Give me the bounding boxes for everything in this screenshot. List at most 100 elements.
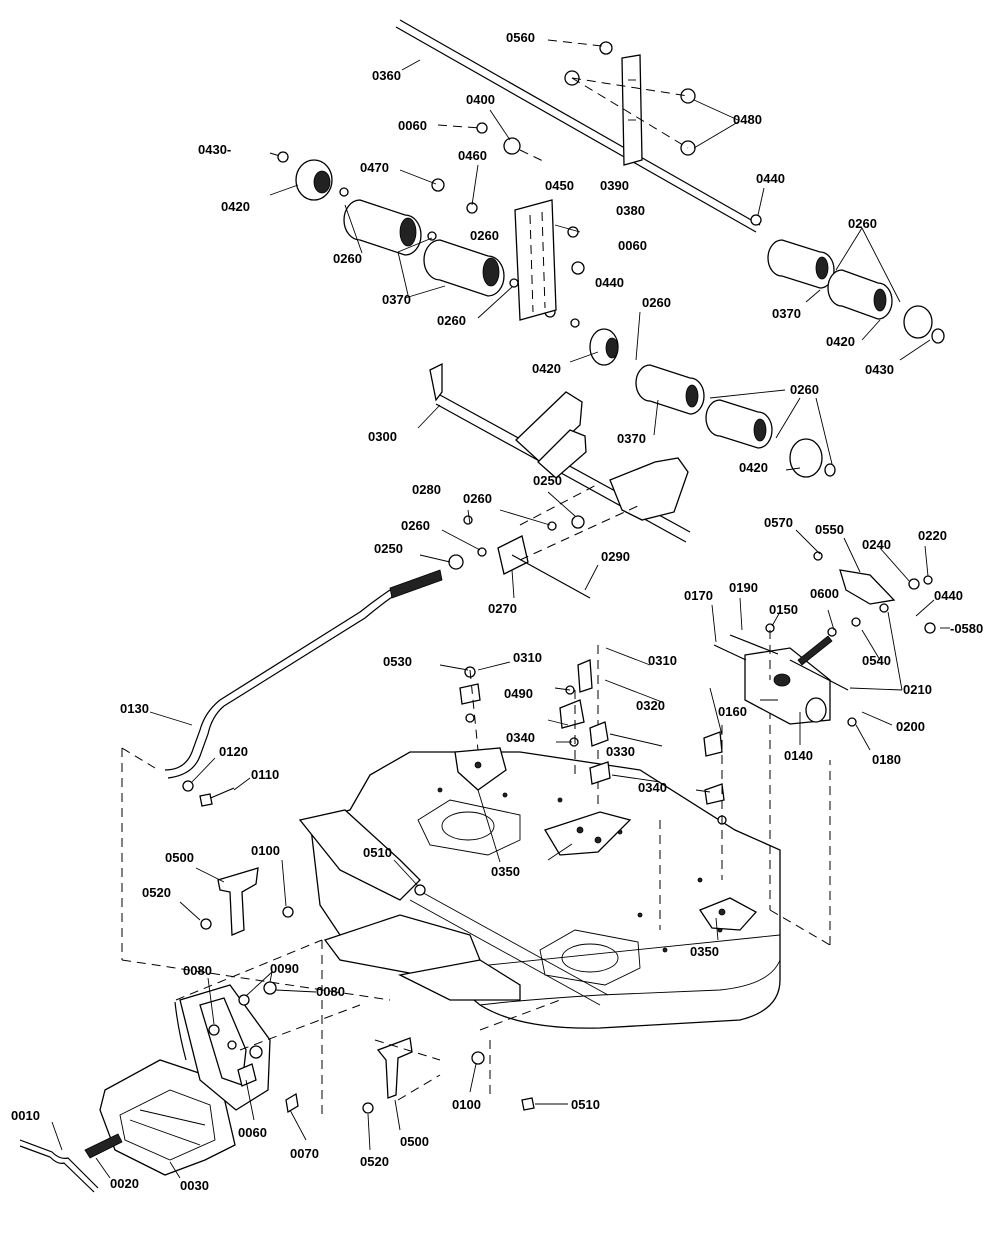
label-0080a: 0080 xyxy=(183,963,212,978)
label-0320: 0320 xyxy=(636,698,665,713)
label-0300: 0300 xyxy=(368,429,397,444)
label-0100b: 0100 xyxy=(452,1097,481,1112)
label-0250b: 0250 xyxy=(374,541,403,556)
leader-lines-0350 xyxy=(477,789,719,941)
roller-0370-right xyxy=(767,239,835,289)
roller-0420-right xyxy=(827,269,893,320)
label-0180: 0180 xyxy=(872,752,901,767)
label-0440b: 0440 xyxy=(595,275,624,290)
hitch-frame-0030 xyxy=(99,984,271,1176)
label-0060c: 0060 xyxy=(238,1125,267,1140)
label-0020: 0020 xyxy=(110,1176,139,1191)
label-0220: 0220 xyxy=(918,528,947,543)
label-0330: 0330 xyxy=(606,744,635,759)
deck-hardware xyxy=(439,645,727,880)
label-0560: 0560 xyxy=(506,30,535,45)
label-0370b: 0370 xyxy=(772,306,801,321)
label-0030: 0030 xyxy=(180,1178,209,1193)
bracket-0500-upper xyxy=(179,867,259,936)
label-0440a: 0440 xyxy=(756,171,785,186)
label-0010: 0010 xyxy=(11,1108,40,1123)
label-0380: 0380 xyxy=(616,203,645,218)
label-0260h: 0260 xyxy=(470,228,499,243)
label-0430a: 0430- xyxy=(198,142,231,157)
part-labels: 0560 0360 0400 0480 0060 0430- 0460 0470… xyxy=(11,30,983,1193)
label-0540: 0540 xyxy=(862,653,891,668)
label-0160: 0160 xyxy=(718,704,747,719)
label-0260e: 0260 xyxy=(790,382,819,397)
label-0070: 0070 xyxy=(290,1146,319,1161)
label-0110: 0110 xyxy=(251,767,279,782)
label-0530: 0530 xyxy=(383,654,412,669)
label-0510b: 0510 xyxy=(571,1097,600,1112)
blade-plate-0350-a xyxy=(454,747,507,791)
bracket-0500-lower xyxy=(362,1037,441,1151)
label-0360: 0360 xyxy=(372,68,401,83)
label-0570: 0570 xyxy=(764,515,793,530)
label-0420c: 0420 xyxy=(532,361,561,376)
label-0280: 0280 xyxy=(412,482,441,497)
label-0580: -0580 xyxy=(950,621,983,636)
roller-0420-middle xyxy=(589,328,619,366)
label-0210: 0210 xyxy=(903,682,932,697)
blade-plate-0350-c xyxy=(699,897,758,931)
label-0310b: 0310 xyxy=(648,653,677,668)
roller-0370-middle-2 xyxy=(705,399,773,449)
roller-0370-middle-1 xyxy=(635,364,705,415)
roller-0420-lower xyxy=(789,438,836,478)
label-0420a: 0420 xyxy=(221,199,250,214)
leader-lines-left-rollers xyxy=(269,184,513,319)
label-0340b: 0340 xyxy=(638,780,667,795)
label-0290: 0290 xyxy=(601,549,630,564)
label-0500a: 0500 xyxy=(165,850,194,865)
label-0170: 0170 xyxy=(684,588,713,603)
label-0080b: 0080 xyxy=(316,984,345,999)
label-0500b: 0500 xyxy=(400,1134,429,1149)
mower-deck xyxy=(298,751,781,1029)
label-0420b: 0420 xyxy=(826,334,855,349)
label-0260a: 0260 xyxy=(848,216,877,231)
label-0550: 0550 xyxy=(815,522,844,537)
leader-lines-top xyxy=(269,39,739,206)
label-0260c: 0260 xyxy=(642,295,671,310)
label-0600: 0600 xyxy=(810,586,839,601)
label-0270: 0270 xyxy=(488,601,517,616)
label-0130: 0130 xyxy=(120,701,149,716)
fasteners-0100-0510 xyxy=(281,859,568,1111)
label-0190: 0190 xyxy=(729,580,758,595)
label-0510a: 0510 xyxy=(363,845,392,860)
roller-0420-top-left xyxy=(295,159,333,201)
label-0370a: 0370 xyxy=(382,292,411,307)
label-0060b: 0060 xyxy=(618,238,647,253)
alignment-lines-right xyxy=(121,680,831,1001)
label-0400: 0400 xyxy=(466,92,495,107)
bracket-plate-top xyxy=(621,54,643,166)
label-0260f: 0260 xyxy=(463,491,492,506)
label-0520a: 0520 xyxy=(142,885,171,900)
label-0340a: 0340 xyxy=(506,730,535,745)
label-0350b: 0350 xyxy=(690,944,719,959)
bracket-0450 xyxy=(514,199,581,321)
fasteners-0110-0120 xyxy=(182,757,251,807)
label-0100a: 0100 xyxy=(251,843,280,858)
roller-0370-left-lower xyxy=(423,239,505,297)
label-0200: 0200 xyxy=(896,719,925,734)
shaft-0300 xyxy=(417,362,691,543)
label-0490: 0490 xyxy=(504,686,533,701)
label-0470: 0470 xyxy=(360,160,389,175)
label-0520b: 0520 xyxy=(360,1154,389,1169)
bracket-assembly-0140 xyxy=(711,529,950,751)
label-0440c: 0440 xyxy=(934,588,963,603)
hitch-hardware xyxy=(175,939,361,1141)
leader-lines-right-rollers xyxy=(757,187,931,361)
label-0390: 0390 xyxy=(600,178,629,193)
label-0140: 0140 xyxy=(784,748,813,763)
lift-rod-0130 xyxy=(149,569,443,779)
label-0480: 0480 xyxy=(733,112,762,127)
label-0120: 0120 xyxy=(219,744,248,759)
label-0430b: 0430 xyxy=(865,362,894,377)
shaft-0360 xyxy=(395,19,761,233)
label-0240: 0240 xyxy=(862,537,891,552)
spacers-left xyxy=(339,187,519,288)
